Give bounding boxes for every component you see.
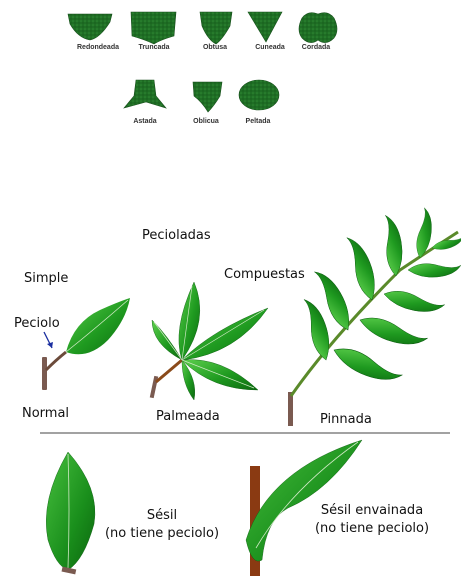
sesil-note: (no tiene peciolo) [105,526,219,541]
sesil-envainada-note: (no tiene peciolo) [315,521,429,536]
sesil-envainada-label: Sésil envainada [321,503,423,518]
sesil-label: Sésil [147,508,177,523]
sesil-leaf [46,452,95,574]
